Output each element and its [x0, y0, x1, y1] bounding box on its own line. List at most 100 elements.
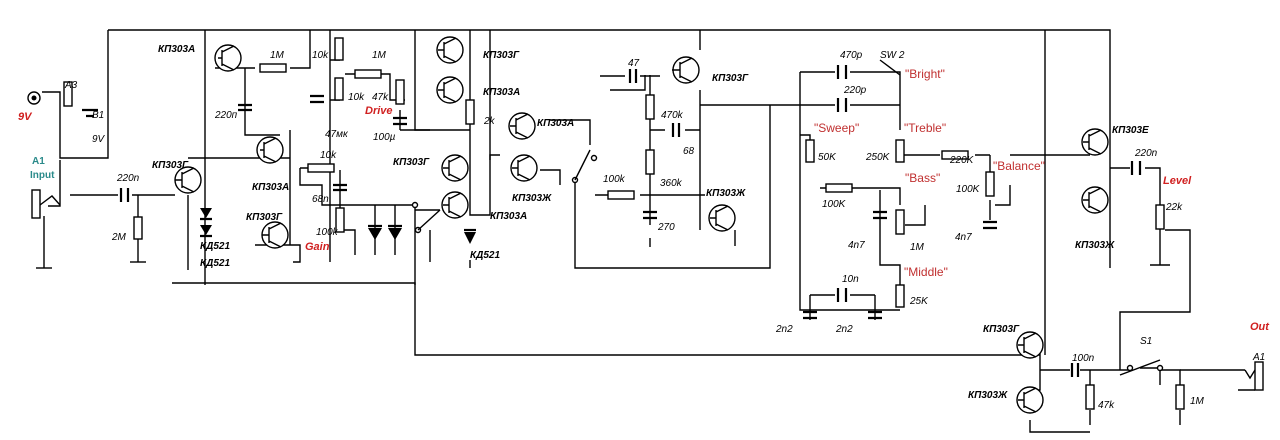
- battery-b1-label: B1: [92, 110, 104, 121]
- cap-100u: [393, 116, 407, 126]
- cap-2n2-a: [803, 310, 817, 320]
- switch-stage: [574, 149, 591, 181]
- q7-label: КП303А: [537, 118, 574, 129]
- switch-s1: [1119, 359, 1161, 376]
- res-360k-label: 360k: [660, 178, 683, 189]
- transistor-q2: [174, 166, 202, 194]
- transistor-q6: [436, 76, 464, 104]
- cap-100n-label: 100n: [1072, 353, 1095, 364]
- bass-label: "Bass": [905, 171, 940, 185]
- q13-label: КП303Е: [1112, 125, 1149, 136]
- transistor-q5: [436, 36, 464, 64]
- sw2-label: SW 2: [880, 50, 905, 61]
- battery-b1: [82, 108, 98, 118]
- cap-47u-label: 47мк: [325, 129, 349, 140]
- pot-22k-label: 22k: [1165, 202, 1183, 213]
- resistor-100k-b: [825, 183, 853, 193]
- q9-label: КП303Г: [393, 157, 430, 168]
- cap-4n7-b-label: 4n7: [955, 232, 972, 243]
- cap-220p-b-label: 220p: [843, 85, 867, 96]
- resistor-2m: [133, 216, 143, 240]
- sweep-label: "Sweep": [814, 121, 859, 135]
- input-jack-name: A1: [32, 156, 45, 167]
- pot-50k: [805, 139, 815, 163]
- out-label: Out: [1250, 321, 1270, 333]
- cap-in-label: 220n: [116, 173, 140, 184]
- res-1m-out-label: 1M: [1190, 396, 1205, 407]
- resistor-1m-a: [259, 63, 287, 73]
- pot-250k-label: 250K: [865, 152, 891, 163]
- res-1m-b-label: 1M: [372, 50, 387, 61]
- resistor-220k: [941, 150, 969, 160]
- q2-label: КП303Г: [152, 160, 189, 171]
- labels: 9V A3 B1 9V A1 Input 220n 2M КП303Г КП30…: [18, 44, 1270, 411]
- q16-label: КП303Ж: [968, 390, 1008, 401]
- q3-label: КП303А: [252, 182, 289, 193]
- res-100k-b-label: 100K: [822, 199, 847, 210]
- diode1-label: КД521: [200, 241, 230, 252]
- cap-47: [628, 69, 638, 83]
- diode3-label: КД521: [470, 250, 500, 261]
- cap-68n: [333, 183, 347, 192]
- cap-220p: [238, 103, 252, 112]
- cap-270: [643, 210, 657, 220]
- pot-1m-label: 1M: [910, 242, 925, 253]
- pot-50k-label: 50K: [818, 152, 837, 163]
- cap-68: [671, 123, 681, 137]
- battery-9v-label: 9V: [92, 134, 106, 145]
- gain-label: Gain: [305, 241, 330, 253]
- cap-470p-label: 470p: [840, 50, 863, 61]
- q14-label: КП303Ж: [1075, 240, 1115, 251]
- resistor-1m-b: [354, 69, 382, 79]
- res-10k-a-label: 10k: [312, 50, 329, 61]
- cap-220n-out: [1130, 161, 1142, 175]
- cap-270-label: 270: [657, 222, 675, 233]
- cap-220n-in: [119, 188, 130, 202]
- transistor-q15: [1016, 331, 1044, 359]
- res-100k-a-label: 100k: [603, 174, 626, 185]
- transistor-q16: [1016, 386, 1044, 414]
- transistor-q13: [1081, 128, 1109, 156]
- input-jack: [31, 189, 41, 219]
- level-label: Level: [1163, 175, 1192, 187]
- cap-10n: [836, 288, 848, 302]
- cap-220p-label: 220п: [214, 110, 238, 121]
- diodes: [200, 208, 476, 244]
- pot-47k: [395, 79, 405, 105]
- q5-label: КП303Г: [483, 50, 520, 61]
- diode-3: [464, 232, 476, 244]
- battery-voltage-label: 9V: [18, 111, 33, 123]
- cap-47u: [310, 94, 324, 104]
- cap-68-label: 68: [683, 146, 695, 157]
- pot-25k: [895, 284, 905, 308]
- diode2-label: КД521: [200, 258, 230, 269]
- q4-label: КП303Г: [246, 212, 283, 223]
- resistor-470k: [645, 94, 655, 120]
- switch-sw2: [879, 59, 901, 76]
- transistor-q10: [441, 191, 469, 219]
- resistor-47k: [1085, 384, 1095, 410]
- pot-1m: [895, 209, 905, 235]
- pot-100k: [335, 207, 345, 233]
- res-10k-c-label: 10k: [320, 150, 337, 161]
- output-jack-name: A1: [1252, 352, 1265, 363]
- transistor-q14: [1081, 186, 1109, 214]
- capacitors: [119, 65, 1142, 377]
- transistor-q9: [441, 154, 469, 182]
- transistors: [174, 36, 1109, 414]
- transistor-q3: [256, 136, 284, 164]
- cap-2n2-a-label: 2n2: [775, 324, 793, 335]
- cap-4n7-b: [983, 220, 997, 230]
- diode-pair-2: [368, 228, 402, 240]
- cap-2n2-b: [868, 310, 882, 320]
- cap-10n-label: 10n: [842, 274, 859, 285]
- input-label: Input: [30, 170, 55, 181]
- resistor-10k-b: [334, 77, 344, 101]
- diode-pair-1: [200, 208, 212, 235]
- bright-label: "Bright": [905, 67, 945, 81]
- switch-a3-label: A3: [64, 80, 78, 91]
- q15-label: КП303Г: [983, 324, 1020, 335]
- cap-220p-b: [836, 98, 848, 112]
- jack-switch-a3: [63, 81, 73, 107]
